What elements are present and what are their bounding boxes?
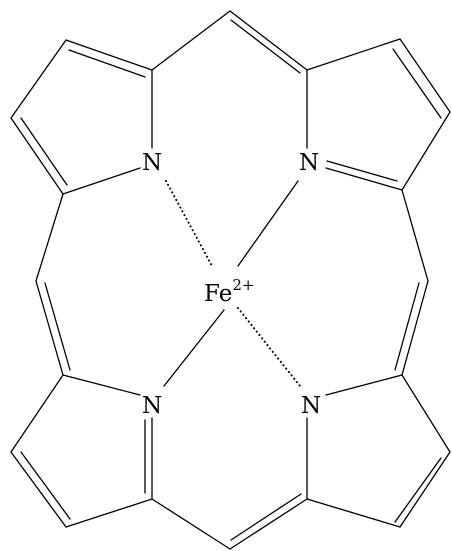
methine-bridge-right [394, 189, 429, 376]
pyrrole-ring-bottom-right [306, 374, 451, 528]
bond [62, 167, 141, 195]
methine-bridge-top [151, 10, 308, 74]
bond-double [326, 160, 398, 182]
coordination-bond-top-right [237, 180, 299, 267]
coordination-bonds [163, 180, 301, 387]
bond [10, 39, 67, 119]
bond [306, 38, 401, 71]
bond-double [394, 282, 420, 371]
bond [10, 451, 67, 528]
bond [151, 498, 231, 550]
bond-double [68, 49, 146, 78]
bond [325, 374, 403, 396]
bond [35, 280, 64, 376]
bond [325, 167, 403, 191]
bond [229, 498, 308, 550]
bond-double [230, 493, 302, 541]
bond [10, 117, 64, 195]
bond [10, 374, 64, 453]
bond-double [394, 457, 442, 523]
bond [401, 189, 429, 282]
bond [401, 111, 451, 191]
atom-label-nitrogen: N [299, 150, 319, 176]
bond [35, 193, 64, 282]
bond-double [20, 117, 68, 186]
coordination-bond-dotted-top-left [165, 180, 213, 267]
bond [399, 451, 451, 528]
pyrrole-ring-bottom-left [10, 374, 153, 528]
atom-label-iron: Fe2+ [204, 276, 254, 307]
coordination-bond-dotted-bottom-right [237, 307, 301, 387]
bond [401, 374, 451, 453]
atom-label-nitrogen: N [142, 393, 162, 419]
bond [306, 498, 401, 528]
metal-symbol: Fe [204, 281, 232, 307]
atom-label-nitrogen: N [142, 150, 162, 176]
pyrrole-ring-top-right [306, 38, 451, 191]
bond [151, 10, 231, 71]
coordination-bond-bottom-left [163, 309, 225, 387]
pyrrole-ring-top-left [10, 39, 153, 195]
bond [65, 498, 153, 528]
bond [62, 374, 141, 396]
metal-charge: 2+ [232, 276, 254, 294]
bond-double [20, 451, 71, 520]
methine-bridge-bottom [151, 493, 308, 550]
bond [65, 39, 153, 71]
bond [399, 38, 451, 113]
methine-bridge-left [35, 193, 71, 376]
bond [229, 10, 308, 71]
bond [401, 280, 429, 376]
atom-label-nitrogen: N [301, 393, 321, 419]
bond-double [230, 19, 301, 74]
bond-double [44, 282, 71, 371]
bond-double [392, 48, 442, 119]
